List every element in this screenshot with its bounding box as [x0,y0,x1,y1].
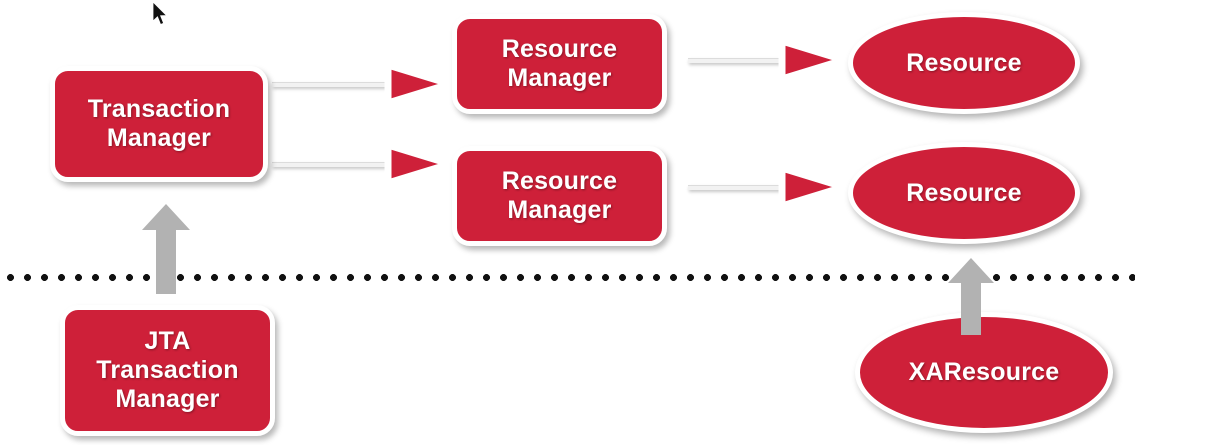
node-resource-top[interactable]: Resource [848,12,1080,114]
arrowhead-icon [778,37,848,83]
tier-divider [2,274,1135,281]
node-resource-manager-bottom[interactable]: Resource Manager [452,146,667,246]
mouse-cursor-icon [152,2,168,26]
node-label: JTA Transaction Manager [96,327,239,413]
node-xaresource[interactable]: XAResource [855,312,1113,433]
node-label: Resource [906,48,1022,77]
connector-rm-bottom-to-resource-bottom [688,164,848,210]
node-label: Resource Manager [501,35,618,92]
node-label: Resource Manager [501,167,618,224]
connector-tm-to-rm-bottom [272,141,454,187]
connector-line [272,162,392,167]
arrowhead-icon [384,61,454,107]
node-label: XAResource [908,358,1060,386]
arrowhead-icon [384,141,454,187]
block-arrow-xaresource-up [948,258,994,340]
node-jta-transaction-manager[interactable]: JTA Transaction Manager [60,305,275,436]
connector-rm-top-to-resource-top [688,37,848,83]
arrowhead-icon [778,164,848,210]
connector-line [688,185,786,190]
node-label: Transaction Manager [87,95,231,152]
node-resource-bottom[interactable]: Resource [848,142,1080,244]
node-label: Resource [906,178,1022,207]
block-arrow-jta-up [142,204,190,299]
up-arrow-icon [948,258,994,335]
node-resource-manager-top[interactable]: Resource Manager [452,14,667,114]
connector-line [688,58,786,63]
up-arrow-icon [142,204,190,294]
connector-tm-to-rm-top [272,61,454,107]
connector-line [272,82,392,87]
node-transaction-manager[interactable]: Transaction Manager [50,66,268,182]
